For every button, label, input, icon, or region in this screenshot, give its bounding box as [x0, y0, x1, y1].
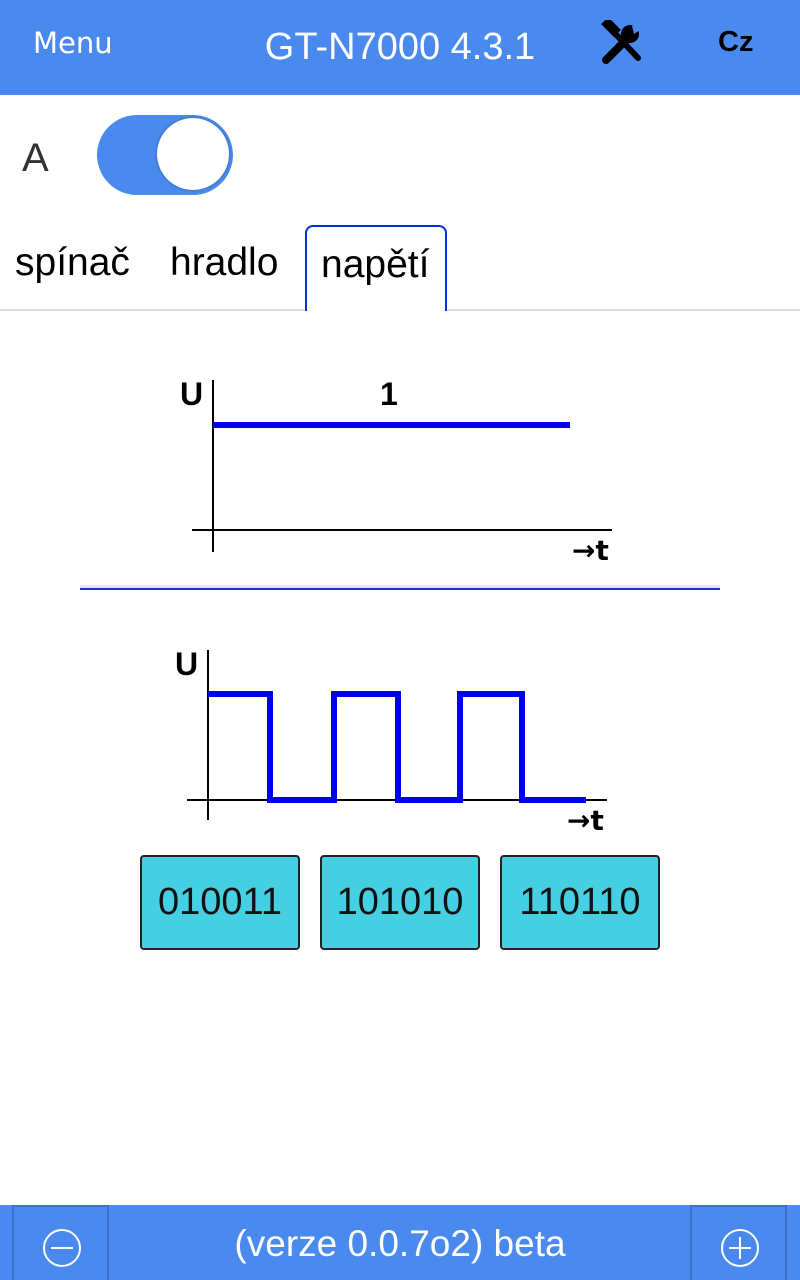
app-title: GT-N7000 4.3.1: [264, 26, 536, 68]
x-axis-label: →t: [567, 804, 604, 837]
toggle-label: A: [22, 136, 49, 180]
constant-voltage-chart: U 1 →t: [150, 360, 630, 580]
menu-button[interactable]: Menu: [33, 26, 113, 60]
tools-icon[interactable]: [598, 17, 648, 68]
language-button[interactable]: Cz: [718, 26, 754, 58]
value-label: 1: [380, 376, 398, 412]
signal-waveform: [208, 691, 586, 803]
input-a-toggle[interactable]: [97, 115, 233, 195]
zoom-in-button[interactable]: [690, 1205, 787, 1280]
bottom-bar: (verze 0.0.7o2) beta: [0, 1205, 800, 1280]
code-button-3[interactable]: 110110: [500, 855, 660, 950]
top-bar: Menu GT-N7000 4.3.1 Cz: [0, 0, 800, 95]
x-axis-label: →t: [572, 534, 609, 567]
tab-napeti[interactable]: napětí: [305, 225, 447, 311]
divider: [80, 585, 720, 590]
pulse-voltage-chart: U →t: [150, 640, 630, 840]
version-label: (verze 0.0.7o2) beta: [234, 1223, 566, 1264]
tab-bar: spínač hradlo napětí: [0, 225, 800, 311]
code-button-2[interactable]: 101010: [320, 855, 480, 950]
zoom-out-button[interactable]: [12, 1205, 109, 1280]
tab-spinac[interactable]: spínač: [15, 241, 130, 284]
plus-circle-icon: [721, 1229, 759, 1267]
tab-hradlo[interactable]: hradlo: [170, 241, 279, 284]
y-axis-label: U: [175, 646, 198, 682]
code-button-1[interactable]: 010011: [140, 855, 300, 950]
minus-circle-icon: [43, 1229, 81, 1267]
toggle-knob[interactable]: [157, 118, 229, 190]
y-axis-label: U: [180, 376, 203, 412]
